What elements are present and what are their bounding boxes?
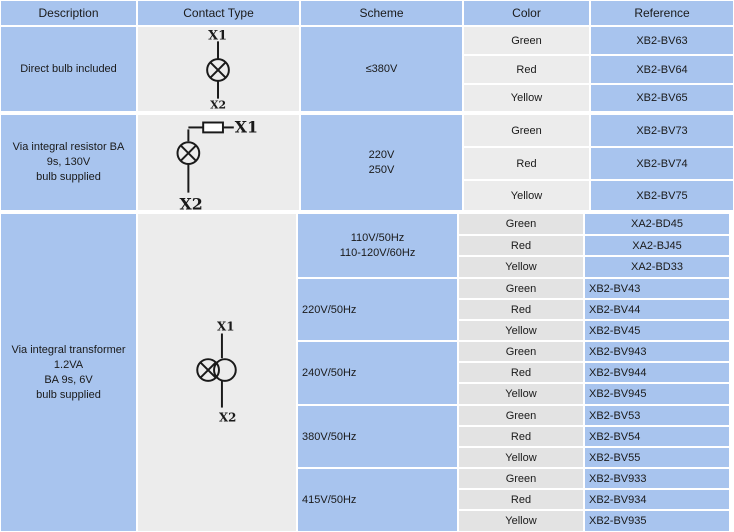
header-color: Color [463, 0, 590, 26]
color-cell: Yellow [458, 383, 584, 405]
color-cell: Yellow [463, 180, 590, 213]
reference-cell: XB2-BV53 [584, 405, 730, 426]
scheme-cell: 415V/50Hz [297, 468, 458, 532]
contact-symbol-cell: X1 X2 [137, 26, 300, 114]
color-cell: Green [463, 114, 590, 147]
color-cell: Red [458, 489, 584, 510]
color-cell: Green [458, 341, 584, 362]
description-cell: Direct bulb included [0, 26, 137, 114]
color-cell: Red [463, 147, 590, 180]
x2-label: X2 [210, 98, 226, 111]
x2-label: X2 [219, 410, 236, 424]
reference-cell: XB2-BV75 [590, 180, 734, 213]
reference-cell: XB2-BV65 [590, 84, 734, 114]
x1-label: X1 [235, 117, 258, 136]
reference-cell: XB2-BV54 [584, 426, 730, 447]
reference-cell: XB2-BV63 [590, 26, 734, 55]
color-cell: Green [458, 468, 584, 489]
header-reference: Reference [590, 0, 734, 26]
reference-cell: XB2-BV64 [590, 55, 734, 84]
reference-cell: XB2-BV44 [584, 299, 730, 320]
x1-label: X1 [208, 28, 227, 43]
scheme-cell: 220V 250V [300, 114, 463, 213]
reference-cell: XB2-BV73 [590, 114, 734, 147]
color-cell: Red [463, 55, 590, 84]
reference-cell: XB2-BV933 [584, 468, 730, 489]
resistor-bulb-symbol-icon: X1 X2 [176, 117, 258, 211]
scheme-cell: ≤380V [300, 26, 463, 114]
reference-cell: XA2-BD33 [584, 256, 730, 278]
color-cell: Green [463, 26, 590, 55]
contact-symbol-cell: X1 X2 [137, 114, 300, 213]
color-cell: Yellow [458, 510, 584, 532]
color-cell: Green [458, 213, 584, 235]
scheme-cell: 110V/50Hz 110-120V/60Hz [297, 213, 458, 278]
reference-cell: XB2-BV55 [584, 447, 730, 468]
scheme-cell: 240V/50Hz [297, 341, 458, 405]
header-scheme: Scheme [300, 0, 463, 26]
reference-cell: XB2-BV43 [584, 278, 730, 299]
reference-cell: XB2-BV945 [584, 383, 730, 405]
color-cell: Yellow [458, 447, 584, 468]
reference-cell: XB2-BV74 [590, 147, 734, 180]
scheme-cell: 220V/50Hz [297, 278, 458, 341]
color-cell: Red [458, 426, 584, 447]
header-contact-type: Contact Type [137, 0, 300, 26]
description-cell: Via integral transformer 1.2VA BA 9s, 6V… [0, 213, 137, 532]
color-cell: Red [458, 362, 584, 383]
reference-cell: XB2-BV935 [584, 510, 730, 532]
transformer-bulb-symbol-icon: X1 X2 [196, 319, 237, 424]
color-cell: Yellow [458, 256, 584, 278]
reference-cell: XA2-BD45 [584, 213, 730, 235]
color-cell: Red [458, 299, 584, 320]
description-cell: Via integral resistor BA 9s, 130V bulb s… [0, 114, 137, 213]
direct-bulb-symbol-icon: X1 X2 [206, 28, 230, 111]
reference-cell: XA2-BJ45 [584, 235, 730, 256]
contact-symbol-cell: X1 X2 [137, 213, 297, 532]
header-description: Description [0, 0, 137, 26]
color-cell: Green [458, 278, 584, 299]
x1-label: X1 [217, 319, 234, 333]
color-cell: Yellow [463, 84, 590, 114]
reference-cell: XB2-BV943 [584, 341, 730, 362]
color-cell: Yellow [458, 320, 584, 341]
x2-label: X2 [179, 194, 202, 211]
color-cell: Red [458, 235, 584, 256]
color-cell: Green [458, 405, 584, 426]
reference-cell: XB2-BV45 [584, 320, 730, 341]
reference-cell: XB2-BV934 [584, 489, 730, 510]
scheme-cell: 380V/50Hz [297, 405, 458, 468]
reference-cell: XB2-BV944 [584, 362, 730, 383]
